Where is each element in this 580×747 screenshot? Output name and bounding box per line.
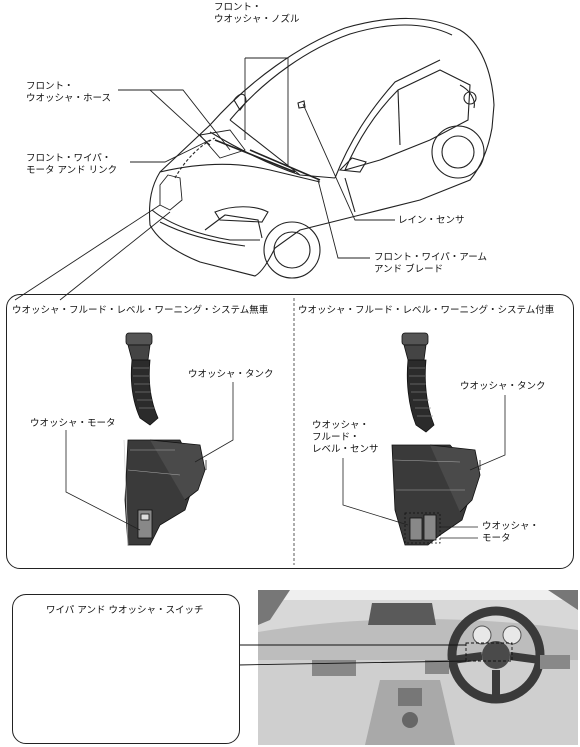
label-front-washer-hose: フロント・ ウオッシャ・ホース (26, 81, 112, 104)
panel-leader-lines (65, 382, 506, 539)
washer-system-panel (6, 294, 574, 569)
switch-callout-box (12, 594, 240, 744)
label-left-washer-tank: ウオッシャ・タンク (188, 369, 274, 380)
washer-tank-left (123, 332, 206, 546)
washer-tank-right (391, 332, 481, 546)
panel-right-title: ウオッシャ・フルード・レベル・ワーニング・システム付車 (298, 305, 555, 316)
label-wiper-washer-switch: ワイパ アンド ウオッシャ・スイッチ (46, 605, 204, 616)
car-illustration (148, 17, 495, 279)
label-front-wiper-arm: フロント・ワイパ・アーム アンド ブレード (374, 252, 487, 275)
label-left-washer-motor: ウオッシャ・モータ (30, 418, 116, 429)
car-leader-lines (14, 57, 395, 301)
label-rain-sensor: レイン・センサ (398, 215, 465, 226)
label-front-washer-nozzle: フロント・ ウオッシャ・ノズル (214, 2, 300, 25)
label-front-wiper-motor: フロント・ワイパ・ モータ アンド リンク (26, 153, 118, 176)
dashboard-illustration (258, 590, 578, 745)
label-right-washer-motor: ウオッシャ・ モータ (482, 521, 540, 544)
label-right-washer-tank: ウオッシャ・タンク (460, 381, 546, 392)
switch-callout-lines (237, 644, 467, 666)
panel-left-title: ウオッシャ・フルード・レベル・ワーニング・システム無車 (12, 305, 269, 316)
label-right-level-sensor: ウオッシャ・ フルード・ レベル・センサ (312, 420, 379, 455)
